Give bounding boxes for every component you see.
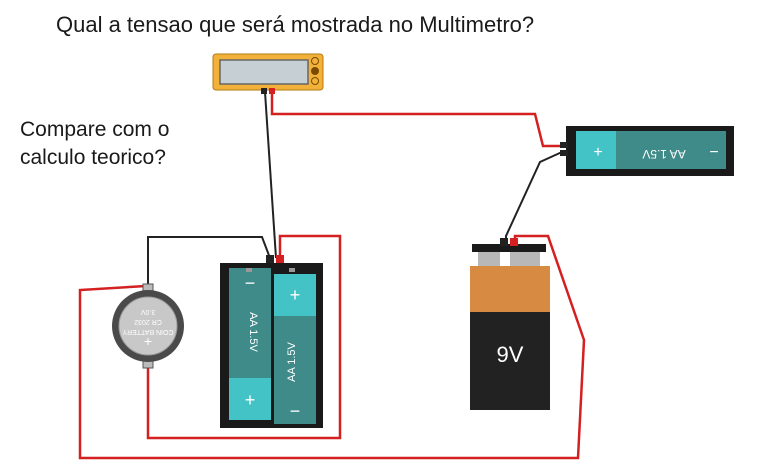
- compare-line-1: Compare com o: [20, 118, 170, 141]
- coin-plus: +: [144, 333, 152, 349]
- battery-9v[interactable]: 9V: [470, 238, 550, 410]
- battery-aa-pack[interactable]: − + AA 1.5V + − AA 1.5V: [220, 255, 323, 428]
- coin-line-3: 3.0V: [140, 308, 155, 315]
- question-text: Qual a tensao que será mostrada no Multi…: [56, 12, 535, 37]
- wire-black-coin-to-pack[interactable]: [147, 236, 271, 288]
- wire-red-pack-loop[interactable]: [146, 234, 342, 440]
- coin-line-2: CR 2032: [134, 318, 162, 325]
- compare-line-2: calculo teorico?: [20, 146, 166, 169]
- pack-cell2-plus: +: [290, 285, 301, 305]
- compare-text: Compare com o calculo teorico?: [20, 116, 169, 172]
- wire-black-aa-to-9v[interactable]: [505, 151, 563, 244]
- aa-single-minus: −: [709, 144, 718, 161]
- pack-cell2-label: AA 1.5V: [286, 341, 298, 381]
- pack-cell1-minus: −: [245, 273, 256, 293]
- 9v-label: 9V: [497, 342, 524, 367]
- multimeter-display: [219, 59, 309, 85]
- aa-single-label: AA 1.5V: [642, 147, 685, 161]
- battery-aa-single[interactable]: + − AA 1.5V: [560, 126, 734, 176]
- meter-probe-red[interactable]: [269, 88, 275, 94]
- wire-red-outer-loop[interactable]: [78, 234, 586, 460]
- meter-button-ohm[interactable]: [311, 77, 319, 85]
- pack-cell2-minus: −: [290, 401, 301, 421]
- wire-black-meter-to-pack[interactable]: [264, 91, 277, 259]
- meter-probe-black[interactable]: [261, 88, 267, 94]
- coin-cell-battery[interactable]: COIN BATTERY CR 2032 3.0V +: [112, 283, 184, 369]
- meter-button-a[interactable]: [311, 57, 319, 65]
- wire-red-meter-to-aa[interactable]: [270, 92, 562, 148]
- coin-line-1: COIN BATTERY: [122, 328, 173, 335]
- multimeter[interactable]: [212, 53, 324, 94]
- pack-cell1-plus: +: [245, 390, 256, 410]
- meter-button-v[interactable]: [311, 67, 319, 75]
- pack-cell1-label: AA 1.5V: [247, 312, 259, 352]
- aa-single-plus: +: [593, 144, 602, 161]
